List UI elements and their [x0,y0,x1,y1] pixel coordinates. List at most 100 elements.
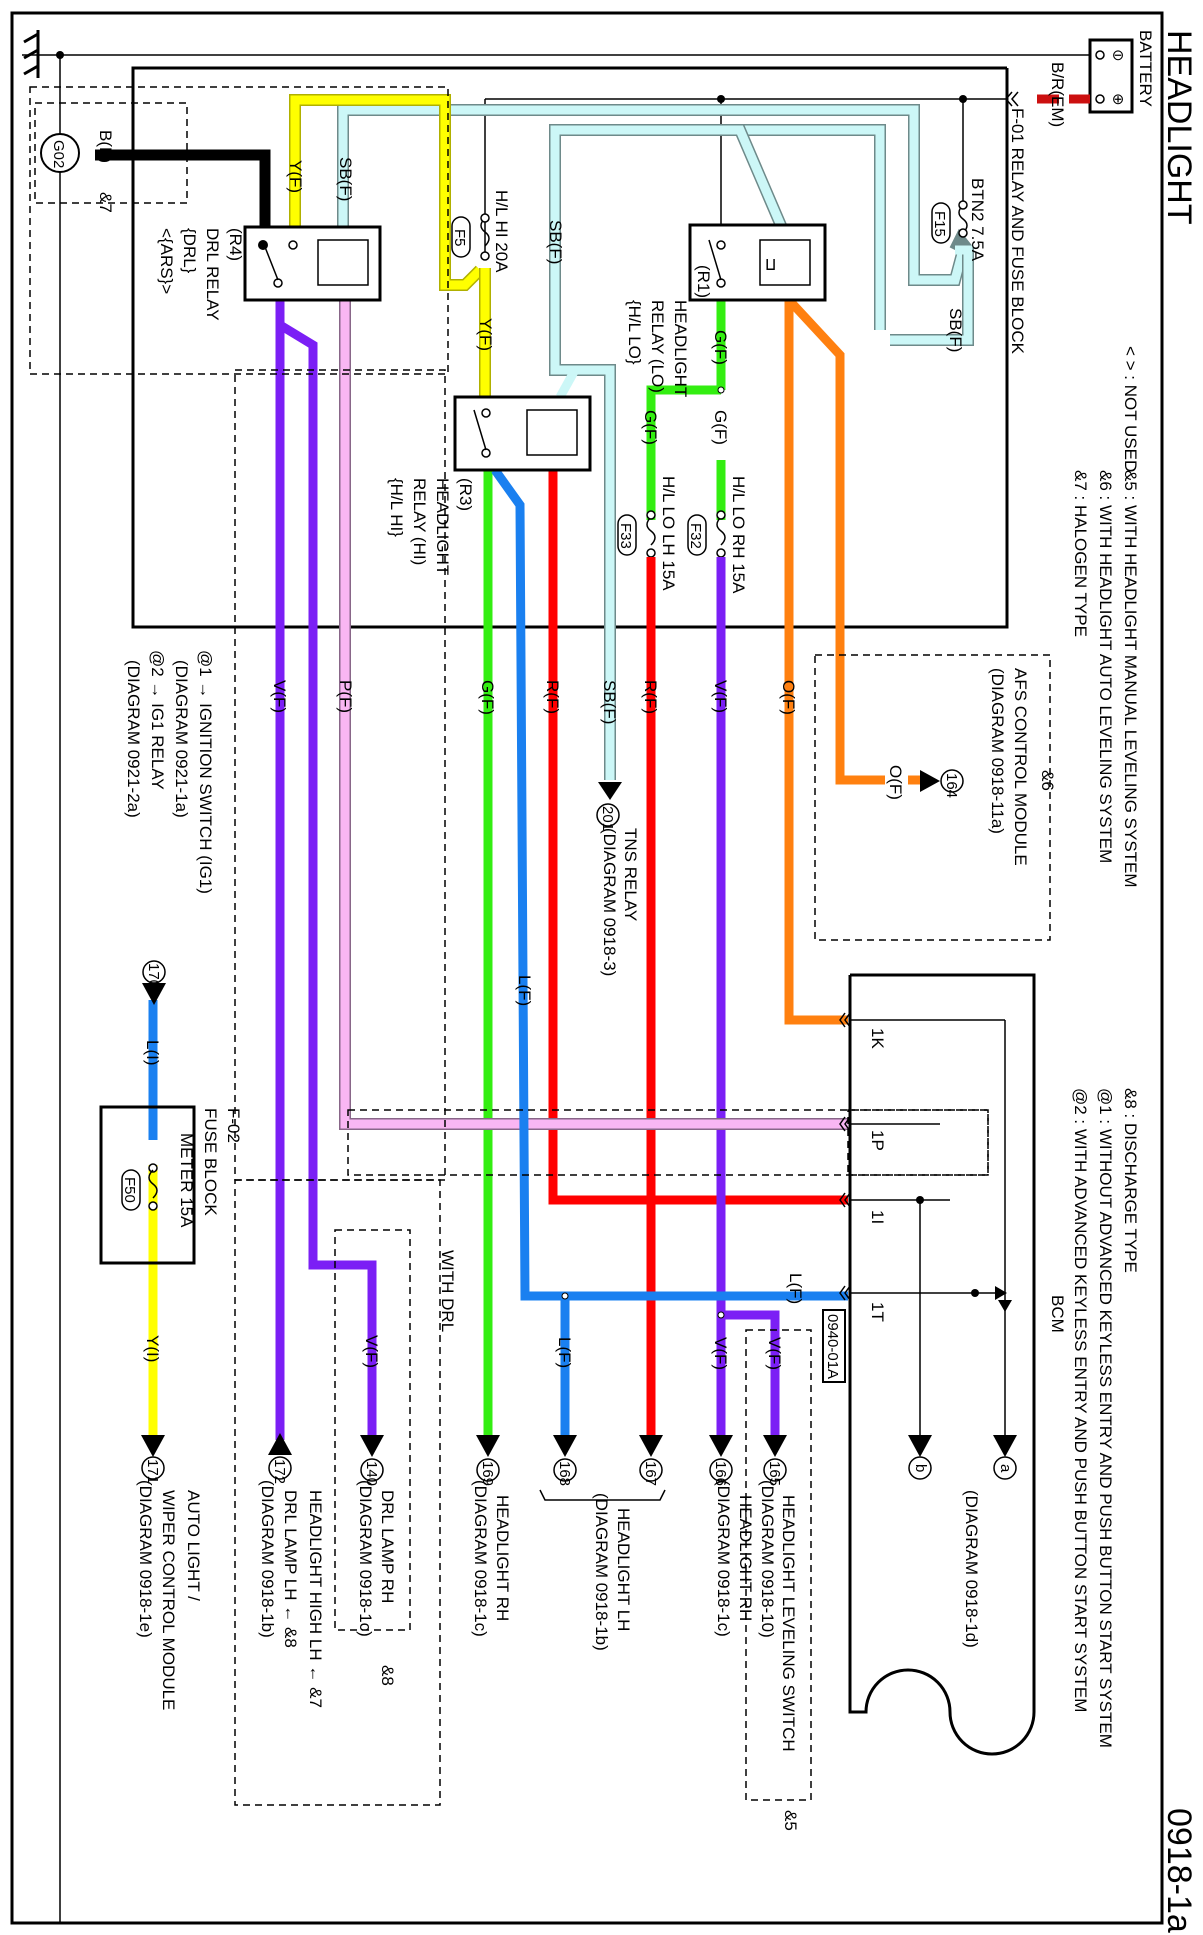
battery: ⊖ ⊕ BATTERY [1088,30,1155,114]
g-wires [483,300,726,1435]
dest-165-diagram: (DIAGRAM 0918-10) [758,1480,777,1638]
wire-label-vf-5: V(F) [362,1335,381,1368]
wire-label-sbf-1: SB(F) [336,157,355,201]
fuse-block-label: FUSE BLOCK [201,1108,220,1216]
dest-167-connector: 167 [642,1461,659,1486]
ground-wire [95,149,271,228]
wire-label-pf: P(F) [336,680,355,713]
dest-172-diagram: (DIAGRAM 0918-1b) [258,1480,277,1638]
relay-r1-line3: {H/L LO} [625,300,644,365]
ground-g02: G02 B(F) &7 [29,86,449,375]
tns-connector: 201 [599,806,616,831]
bcm-ref-b: b [912,1464,929,1472]
fuse-block-f02: F50 METER 15A FUSE BLOCK F-02 [99,1105,243,1265]
wire-label-of-2: O(F) [886,765,905,800]
fuse-f32: F32 H/L LO RH 15A [687,476,748,594]
bcm: BCM 1K 1P 1I 1T b a (DIAGRAM 0918-1d) 09… [822,973,1067,1756]
relay-r4-line2: {DRL} [180,228,199,274]
bcm-pin-1i: 1I [868,1210,887,1224]
fuse-f5-id: F5 [451,229,468,247]
dest-167-label: HEADLIGHT LH [614,1508,633,1631]
fuse-block-id: F-02 [224,1108,243,1143]
y-wires [289,94,491,397]
fuse-f5: F5 H/L HI 20A [451,190,511,273]
afs-diagram: (DIAGRAM 0918-11a) [988,668,1007,834]
wire-labels: Y(F) SB(F) Y(F) SB(F) SB(F) G(F) G(F) G(… [143,157,965,1370]
dest-165-connector: 165 [766,1461,783,1486]
battery-neg-icon: ⊖ [1112,47,1125,64]
dest-165-label: HEADLIGHT LEVELING SWITCH [779,1495,798,1752]
dest-140-cond: &8 [378,1665,397,1686]
relay-r1-id: (R1) [694,265,713,298]
dest-168-connector: 168 [556,1461,573,1486]
ignition-notes: @1 → IGNITION SWITCH (IG1) (DIAGRAM 0921… [124,650,215,1005]
wire-label-of-1: O(F) [779,680,798,715]
dest-169-diagram: (DIAGRAM 0918-1c) [471,1480,490,1637]
ign-line3: @2 → IG1 RELAY [148,650,167,790]
legend-at2: @2 : WITH ADVANCED KEYLESS ENTRY AND PUS… [1071,1088,1090,1712]
wire-label-lf-1: L(F) [515,975,534,1006]
sb-wires [337,104,974,780]
relay-fuse-block-frame [131,66,1009,629]
relay-r4: (R4) DRL RELAY {DRL} <{ARS}> [157,225,382,321]
bcm-connector: 0940-01A [824,1314,841,1379]
dest-172-label2: DRL LAMP LH ← &8 [281,1490,300,1648]
fuse-f33-id: F33 [617,523,634,549]
relay-r3-line1: HEADLIGHT [433,478,452,575]
fuse-f5-label: H/L HI 20A [492,190,511,273]
relay-r3-line3: {H/L HI} [387,478,406,537]
drl-lamp-rh-region [334,1229,411,1631]
relay-r1-line1: HEADLIGHT [671,300,690,397]
dest-166-diagram: (DIAGRAM 0918-1c) [714,1480,733,1637]
fuse-f32-id: F32 [687,523,704,549]
bcm-label: BCM [1048,1295,1067,1333]
wire-label-lf-2: L(F) [786,1273,805,1304]
ign-line1: @1 → IGNITION SWITCH (IG1) [196,650,215,894]
diagram-number: 0918-1a [1160,1808,1198,1933]
ign-connector: 170 [145,963,162,988]
bcm-ref-diagram: (DIAGRAM 0918-1d) [962,1490,981,1648]
dest-171-diagram: (DIAGRAM 0918-1e) [136,1480,155,1638]
fuse-f50-label: METER 15A [177,1133,196,1228]
p-wire [339,300,848,1130]
relay-coil-icon: ⵡ [765,257,776,274]
dest-169-connector: 169 [479,1461,496,1486]
relay-fuse-block-label: F-01 RELAY AND FUSE BLOCK [1008,108,1027,355]
fuse-f50-id: F50 [121,1177,138,1203]
relay-r3-line2: RELAY (HI) [410,478,429,565]
relay-r4-id: (R4) [226,228,245,261]
relay-r1-line2: RELAY (LO) [648,300,667,393]
battery-wire-label: B/R(EM) [1048,62,1067,127]
dest-171-connector: 171 [144,1459,161,1484]
wire-label-vf-1: V(F) [711,680,730,713]
legend-not-used: < > : NOT USED [1121,346,1140,472]
legend-7: &7 : HALOGEN TYPE [1071,470,1090,637]
dest-140-diagram: (DIAGRAM 0918-1c) [356,1480,375,1637]
relay-r3: (R3) HEADLIGHT RELAY (HI) {H/L HI} [387,395,592,575]
relay-r1: ⵡ (R1) HEADLIGHT RELAY (LO) {H/L LO} [625,223,827,397]
battery-label: BATTERY [1136,30,1155,107]
fuse-f15: F15 BTN2 7.5A [931,178,987,262]
r-wires [548,470,848,1435]
afs-control-module: 164 &6 AFS CONTROL MODULE (DIAGRAM 0918-… [814,654,1057,941]
leveling-switch-region [745,1329,812,1801]
fuse-f32-label: H/L LO RH 15A [729,476,748,594]
fuse-f33-label: H/L LO LH 15A [659,476,678,591]
dest-167-diagram: (DIAGRAM 0918-1b) [592,1493,611,1651]
legend-8: &8 : DISCHARGE TYPE [1121,1088,1140,1273]
wire-label-gf-4: G(F) [478,680,497,715]
wire-label-yf-2: Y(F) [476,318,495,351]
afs-label: AFS CONTROL MODULE [1011,668,1030,866]
ground-id: G02 [50,140,67,168]
with-drl-label: WITH DRL [438,1250,457,1332]
afs-connector: 164 [943,773,960,798]
dest-166-connector: 166 [712,1461,729,1486]
wire-label-vf-2: V(F) [270,680,289,713]
wire-label-li: L(I) [143,1040,162,1066]
wire-label-vf-4: V(F) [765,1337,784,1370]
fuse-f15-label: BTN2 7.5A [968,178,987,262]
wire-label-lf-3: L(F) [555,1337,574,1368]
dest-171-label2: WIPER CONTROL MODULE [159,1490,178,1710]
wire-label-sbf-3: SB(F) [946,308,965,352]
